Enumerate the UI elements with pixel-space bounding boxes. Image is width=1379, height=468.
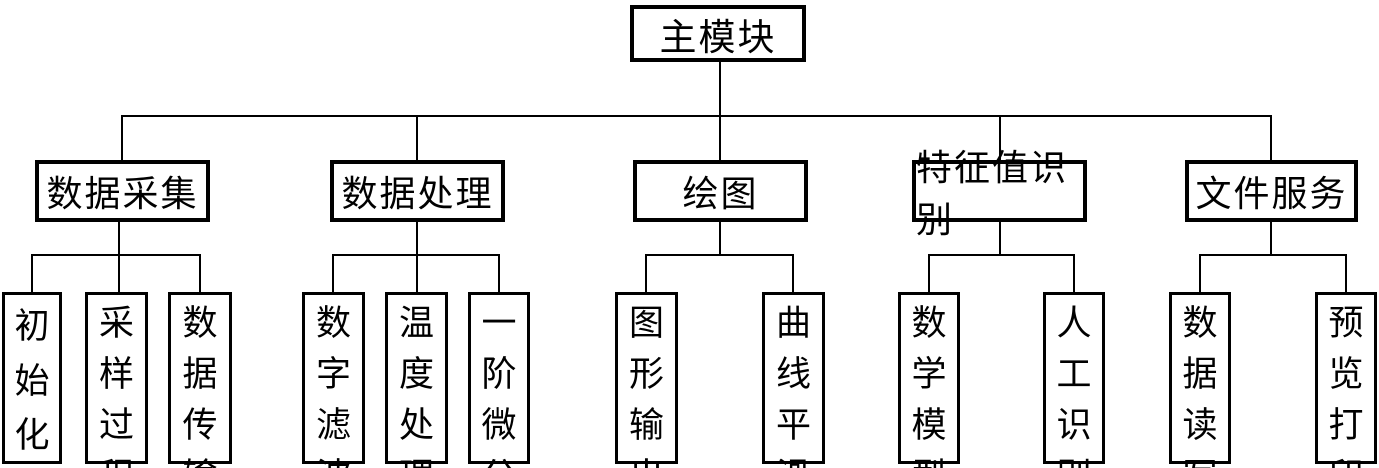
node-main-module: 主模块: [630, 5, 806, 62]
connector-line: [199, 254, 201, 294]
connector-line: [121, 115, 1272, 117]
node-temperature-processing: 温度处理: [385, 292, 448, 468]
node-label: 特征值识别: [916, 148, 1069, 240]
node-label: 数据采集: [46, 174, 199, 214]
connector-line: [928, 254, 930, 294]
node-initialization: 初始化: [2, 292, 62, 464]
node-data-transmission: 数据传输: [168, 292, 232, 468]
connector-line: [31, 254, 201, 256]
node-sampling-process: 采样过程: [85, 292, 148, 468]
connector-line: [31, 254, 33, 294]
node-label: 采样过程: [98, 304, 134, 468]
node-digital-filtering: 数字滤波: [302, 292, 365, 468]
connector-line: [719, 62, 721, 162]
connector-line: [719, 221, 721, 256]
node-label: 数学模型: [911, 304, 947, 468]
connector-line: [928, 254, 1075, 256]
node-label: 数据处理: [341, 174, 494, 214]
connector-line: [792, 254, 794, 294]
node-data-read-write: 数据读写: [1169, 292, 1231, 468]
connector-line: [118, 221, 120, 294]
node-feature-recognition: 特征值识别: [912, 148, 1087, 240]
node-first-order-differential: 一阶微分: [468, 292, 530, 468]
node-graphic-output: 图形输出: [615, 292, 678, 468]
connector-line: [1270, 221, 1272, 256]
node-label: 曲线平滑: [775, 304, 811, 468]
node-label: 图形输出: [628, 304, 664, 468]
node-manual-recognition: 人工识别: [1043, 292, 1105, 468]
connector-line: [1345, 254, 1347, 294]
connector-line: [1270, 115, 1272, 162]
node-data-processing: 数据处理: [330, 160, 505, 222]
connector-line: [999, 221, 1001, 256]
connector-line: [1199, 254, 1347, 256]
connector-line: [416, 115, 418, 162]
node-preview-print: 预览打印: [1315, 292, 1377, 468]
node-label: 绘图: [682, 174, 759, 214]
node-label: 人工识别: [1056, 304, 1092, 468]
node-label: 数字滤波: [315, 304, 351, 468]
connector-line: [1199, 254, 1201, 294]
node-data-acquisition: 数据采集: [35, 160, 210, 222]
connector-line: [1073, 254, 1075, 294]
connector-line: [121, 115, 123, 162]
connector-line: [645, 254, 647, 294]
node-label: 温度处理: [398, 304, 434, 468]
node-label: 一阶微分: [481, 304, 517, 468]
node-label: 主模块: [659, 17, 777, 59]
node-label: 预览打印: [1328, 304, 1364, 468]
node-plotting: 绘图: [633, 160, 808, 222]
connector-line: [999, 115, 1001, 162]
node-mathematical-model: 数学模型: [898, 292, 960, 468]
node-label: 文件服务: [1195, 174, 1348, 214]
connector-line: [416, 221, 418, 294]
node-file-service: 文件服务: [1185, 160, 1358, 222]
connector-line: [332, 254, 500, 256]
connector-line: [645, 254, 794, 256]
connector-line: [332, 254, 334, 294]
connector-line: [498, 254, 500, 294]
node-label: 初始化: [14, 307, 50, 455]
node-label: 数据读写: [1182, 304, 1218, 468]
node-label: 数据传输: [182, 304, 218, 468]
node-curve-smoothing: 曲线平滑: [762, 292, 825, 468]
